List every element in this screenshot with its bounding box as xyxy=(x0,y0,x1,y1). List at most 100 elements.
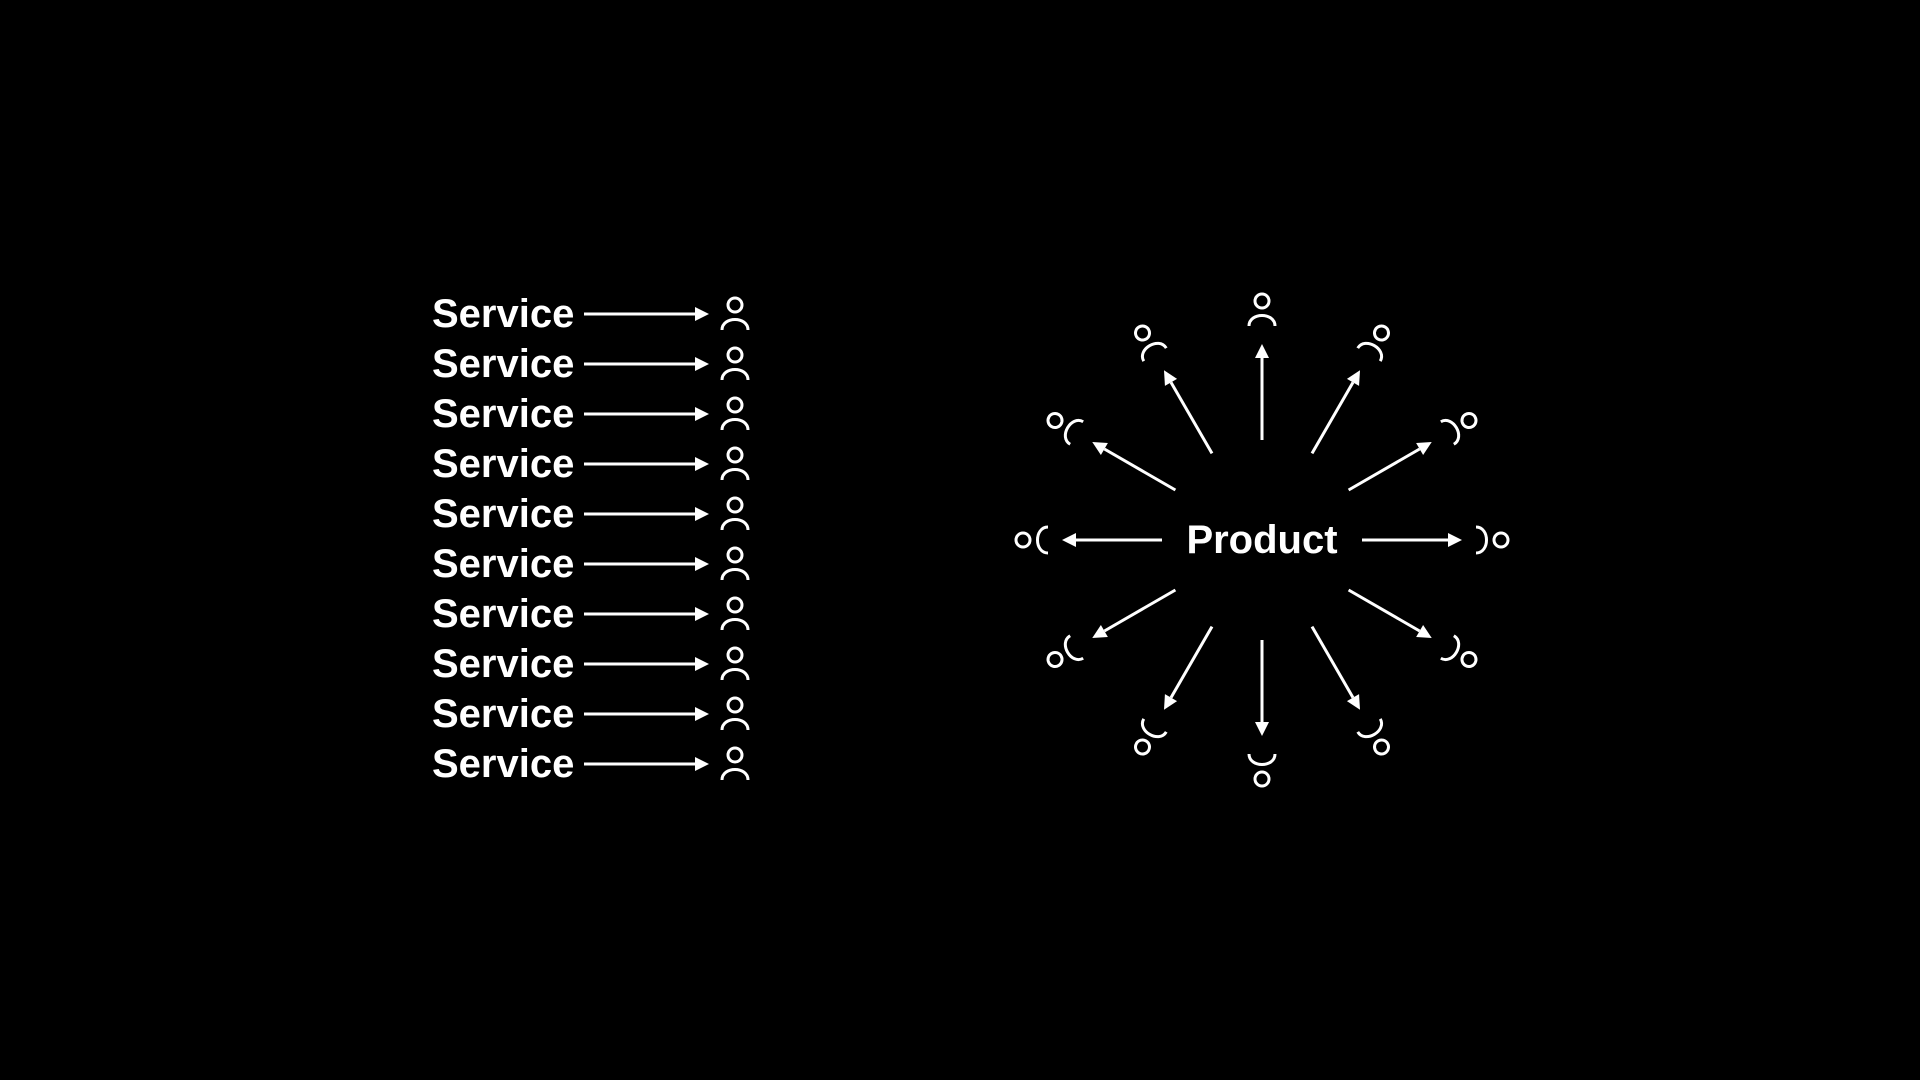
arrowhead xyxy=(695,757,709,771)
product-spoke xyxy=(1126,318,1214,455)
arrowhead xyxy=(1164,370,1178,386)
product-arrow xyxy=(1310,370,1360,455)
service-label: Service xyxy=(432,742,574,786)
person-icon xyxy=(1126,318,1168,363)
service-label: Service xyxy=(432,692,574,736)
person-icon xyxy=(1247,752,1277,788)
service-label: Service xyxy=(432,342,574,386)
service-arrow xyxy=(584,307,709,321)
arrowhead xyxy=(695,357,709,371)
person-icon xyxy=(1126,717,1168,762)
arrow-shaft xyxy=(1169,381,1214,455)
service-arrow xyxy=(584,357,709,371)
arrowhead xyxy=(695,557,709,571)
product-spoke xyxy=(1247,292,1277,440)
product-arrow xyxy=(1362,533,1462,547)
product-arrow xyxy=(1347,442,1432,492)
service-row: Service xyxy=(432,592,750,636)
product-arrow xyxy=(1347,588,1432,638)
product-spoke xyxy=(1310,625,1398,762)
arrowhead xyxy=(1416,624,1432,638)
person-icon xyxy=(720,446,750,482)
service-arrow xyxy=(584,757,709,771)
product-spoke xyxy=(1347,588,1484,676)
person-icon xyxy=(720,596,750,632)
service-label: Service xyxy=(432,292,574,336)
arrowhead xyxy=(1092,624,1108,638)
service-row: Service xyxy=(432,292,750,336)
service-label: Service xyxy=(432,542,574,586)
service-label: Service xyxy=(432,442,574,486)
arrow-shaft xyxy=(1169,625,1214,699)
service-label: Service xyxy=(432,642,574,686)
product-spoke xyxy=(1362,525,1510,555)
arrow-shaft xyxy=(1310,381,1355,455)
arrow-shaft xyxy=(1103,588,1177,633)
arrowhead xyxy=(695,707,709,721)
person-icon xyxy=(1040,634,1085,676)
service-arrow xyxy=(584,607,709,621)
person-icon xyxy=(1040,404,1085,446)
service-label: Service xyxy=(432,392,574,436)
product-arrow xyxy=(1255,640,1269,736)
product-arrow xyxy=(1164,625,1214,710)
service-row: Service xyxy=(432,642,750,686)
service-row: Service xyxy=(432,442,750,486)
arrowhead xyxy=(1092,442,1108,456)
arrowhead xyxy=(695,657,709,671)
service-arrow xyxy=(584,407,709,421)
service-arrow xyxy=(584,657,709,671)
arrowhead xyxy=(1164,694,1178,710)
product-spoke xyxy=(1040,588,1177,676)
product-spoke xyxy=(1126,625,1214,762)
person-icon xyxy=(720,396,750,432)
person-icon xyxy=(720,696,750,732)
service-label: Service xyxy=(432,492,574,536)
arrowhead xyxy=(695,407,709,421)
service-row: Service xyxy=(432,342,750,386)
product-spoke xyxy=(1014,525,1162,555)
arrowhead xyxy=(695,507,709,521)
product-to-people-diagram: Product xyxy=(1014,292,1510,788)
service-arrow xyxy=(584,557,709,571)
arrowhead xyxy=(695,307,709,321)
arrow-shaft xyxy=(1347,588,1421,633)
person-icon xyxy=(1014,525,1050,555)
arrow-shaft xyxy=(1347,447,1421,492)
arrowhead xyxy=(695,457,709,471)
arrowhead xyxy=(1255,722,1269,736)
service-row: Service xyxy=(432,392,750,436)
person-icon xyxy=(720,646,750,682)
service-label: Service xyxy=(432,592,574,636)
product-spoke xyxy=(1040,404,1177,492)
service-row: Service xyxy=(432,692,750,736)
product-arrow xyxy=(1092,588,1177,638)
arrowhead xyxy=(695,607,709,621)
product-arrow xyxy=(1062,533,1162,547)
service-row: Service xyxy=(432,742,750,786)
person-icon xyxy=(720,346,750,382)
service-arrow xyxy=(584,507,709,521)
person-icon xyxy=(720,296,750,332)
product-spoke xyxy=(1310,318,1398,455)
product-spoke xyxy=(1347,404,1484,492)
service-row: Service xyxy=(432,542,750,586)
person-icon xyxy=(1439,404,1484,446)
service-to-people-diagram: ServiceServiceServiceServiceServiceServi… xyxy=(432,292,750,786)
product-spoke xyxy=(1247,640,1277,788)
arrowhead xyxy=(1062,533,1076,547)
person-icon xyxy=(1356,318,1398,363)
person-icon xyxy=(1439,634,1484,676)
person-icon xyxy=(1247,292,1277,328)
arrowhead xyxy=(1255,344,1269,358)
product-label: Product xyxy=(1186,518,1337,562)
arrowhead xyxy=(1416,442,1432,456)
person-icon xyxy=(720,546,750,582)
service-row: Service xyxy=(432,492,750,536)
person-icon xyxy=(1356,717,1398,762)
person-icon xyxy=(720,496,750,532)
product-arrow xyxy=(1310,625,1360,710)
arrowhead xyxy=(1448,533,1462,547)
service-arrow xyxy=(584,457,709,471)
